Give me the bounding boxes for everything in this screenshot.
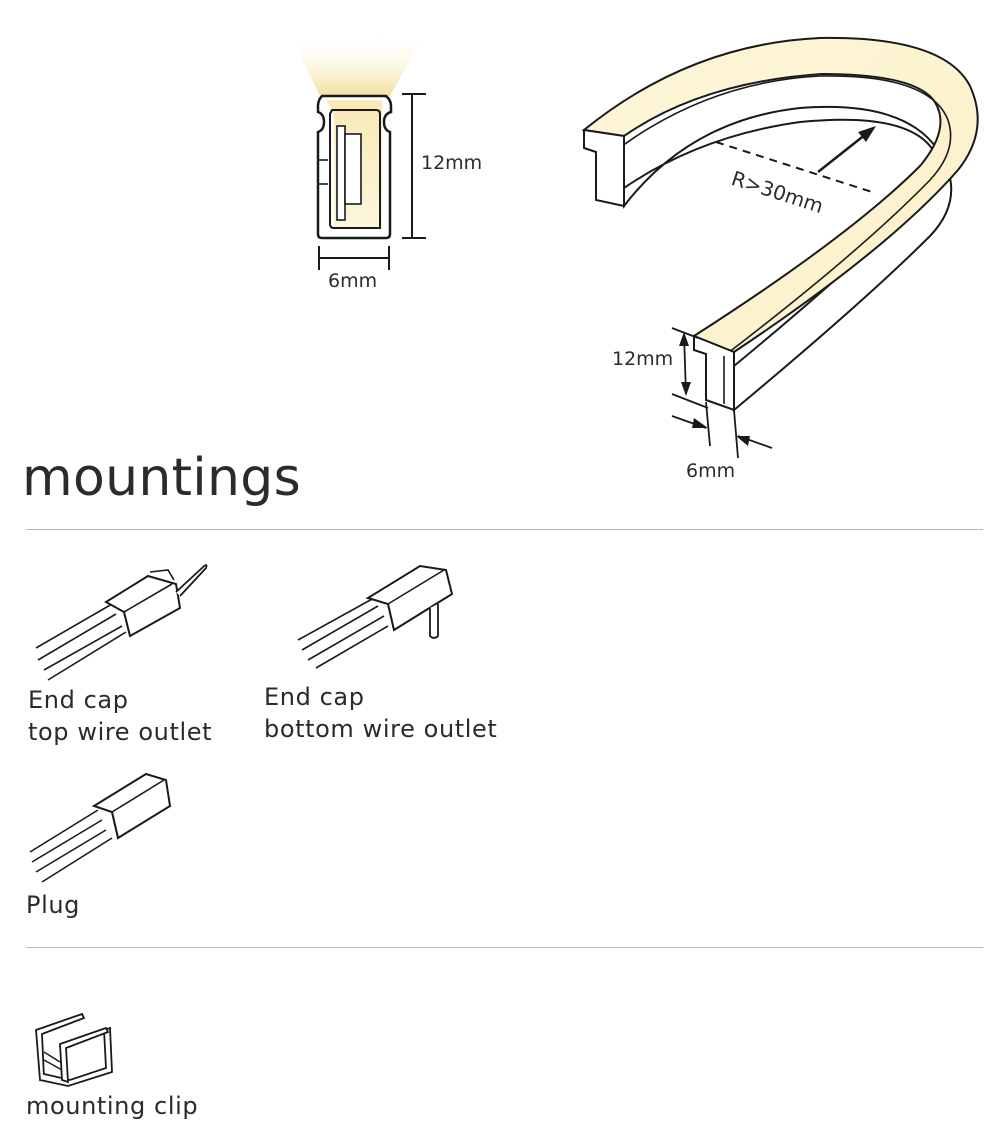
cross-section-height-label: 12mm xyxy=(421,152,483,174)
end-cap-top-caption: End cap top wire outlet xyxy=(28,684,212,748)
strip-top-face xyxy=(581,36,979,354)
cross-section-svg xyxy=(290,34,426,270)
cross-section-width-label: 6mm xyxy=(328,270,378,292)
plug-line1: Plug xyxy=(26,891,80,919)
plug-caption: Plug xyxy=(26,889,80,921)
bend-diagram-svg xyxy=(581,36,979,459)
mounting-clip-line1: mounting clip xyxy=(26,1092,199,1120)
strip-end-left xyxy=(583,128,625,208)
end-cap-top-icon xyxy=(35,564,208,681)
radius-arrow xyxy=(817,133,867,173)
divider-top xyxy=(26,529,983,530)
plug-icon xyxy=(29,772,172,883)
bend-width-label: 6mm xyxy=(686,460,736,482)
mounting-clip-icon xyxy=(35,1012,113,1087)
light-beam xyxy=(290,34,424,96)
end-cap-bottom-line2: bottom wire outlet xyxy=(264,715,498,743)
mountings-title: mountings xyxy=(22,448,301,508)
end-cap-bottom-caption: End cap bottom wire outlet xyxy=(264,681,497,745)
end-cap-top-line1: End cap xyxy=(28,686,129,714)
pcb xyxy=(336,125,346,221)
profile-inner xyxy=(329,109,381,229)
mounting-clip-caption: mounting clip xyxy=(26,1090,198,1122)
led-chip xyxy=(344,133,362,205)
end-cap-top-line2: top wire outlet xyxy=(28,718,213,746)
divider-bottom xyxy=(26,947,983,948)
end-cap-bottom-line1: End cap xyxy=(264,683,365,711)
end-cap-bottom-icon xyxy=(297,564,454,669)
bend-height-label: 12mm xyxy=(612,348,674,370)
strip-side-face xyxy=(623,105,953,413)
